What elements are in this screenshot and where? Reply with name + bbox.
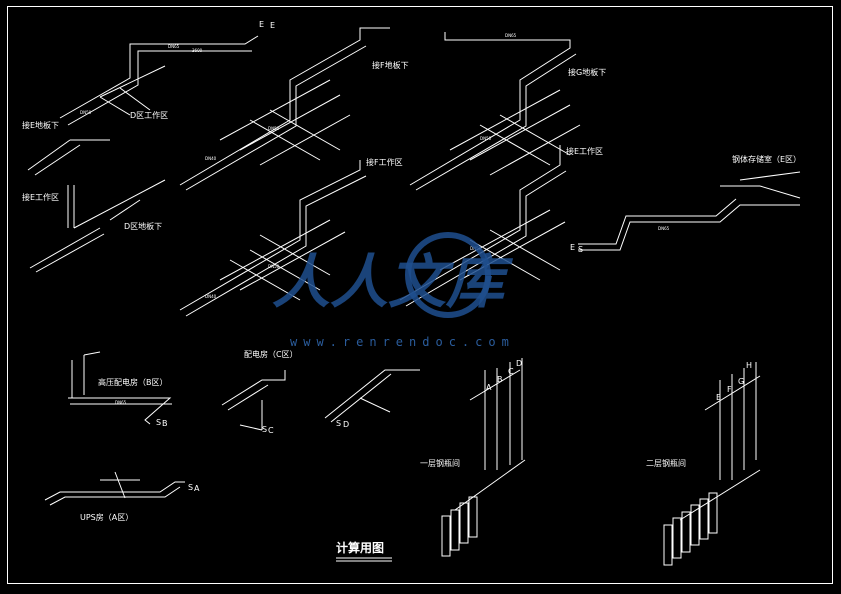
cylinder-room-1: A B C D 一层钢瓶间 — [420, 358, 526, 557]
svg-text:3600: 3600 — [192, 48, 203, 53]
zone-label-floor2: 二层钢瓶间 — [646, 458, 686, 468]
zone-label-hv-room: 高压配电房（B区） — [98, 377, 168, 387]
drawing-title: 计算用图 — [336, 540, 384, 555]
col-1-c: C — [508, 367, 514, 376]
cylinder-room-2: E F G H 二层钢瓶间 — [646, 361, 761, 566]
zone-label-e-floor: 接E地板下 — [22, 120, 59, 130]
col-2-g: G — [738, 377, 744, 386]
svg-text:DN50: DN50 — [268, 126, 280, 131]
svg-text:DN65: DN65 — [115, 400, 127, 405]
zone-label-g-work: 接E工作区 — [566, 146, 603, 156]
col-2-h: H — [746, 361, 752, 370]
svg-text:A: A — [194, 484, 200, 493]
svg-text:S: S — [156, 418, 161, 427]
svg-text:S: S — [336, 419, 341, 428]
col-2-e: E — [716, 393, 721, 402]
zone-label-e-work: 接E工作区 — [22, 192, 59, 202]
zone-label-dist-room: 配电房（C区） — [244, 349, 298, 359]
isometric-group-d: S D — [324, 369, 420, 429]
zone-label-f-floor: 接F地板下 — [372, 60, 409, 70]
zone-label-ups-room: UPS房（A区） — [80, 512, 133, 522]
isometric-group-f: 接F地板下 接F工作区 DN50 DN40 DN50 DN40 — [179, 27, 409, 317]
svg-text:DN50: DN50 — [268, 264, 280, 269]
svg-text:DN40: DN40 — [205, 156, 217, 161]
watermark-brand: 人人文库 — [272, 248, 514, 316]
drawing-border — [7, 6, 833, 584]
svg-text:DN50: DN50 — [80, 110, 92, 115]
zone-label-d-work: D区工作区 — [130, 110, 168, 120]
svg-text:S: S — [262, 425, 267, 434]
svg-text:D: D — [343, 420, 349, 429]
svg-text:S: S — [578, 245, 583, 254]
svg-text:B: B — [162, 419, 168, 428]
zone-label-floor1: 一层钢瓶间 — [420, 458, 460, 468]
col-1-d: D — [516, 359, 522, 368]
isometric-group-storage: 钢体存储室（E区） E S DN65 — [570, 154, 801, 254]
svg-text:C: C — [268, 426, 274, 435]
svg-text:E: E — [570, 243, 575, 252]
zone-label-f-work: 接F工作区 — [366, 157, 403, 167]
isometric-group-hv: 高压配电房（B区） S B DN65 — [68, 351, 172, 428]
zone-label-g-floor: 接G地板下 — [568, 67, 606, 77]
watermark: 人人文库 www.renrendoc.com — [272, 232, 515, 349]
col-1-a: A — [486, 383, 492, 392]
svg-text:DN40: DN40 — [205, 294, 217, 299]
zone-label-gas-storage: 钢体存储室（E区） — [732, 154, 801, 164]
watermark-url: www.renrendoc.com — [290, 335, 515, 349]
svg-text:S: S — [188, 483, 193, 492]
svg-text:DN65: DN65 — [168, 44, 180, 49]
svg-text:DN65: DN65 — [658, 226, 670, 231]
col-2-f: F — [727, 385, 732, 394]
col-1-b: B — [497, 375, 503, 384]
svg-text:DN65: DN65 — [505, 33, 517, 38]
drawing-title-group: 计算用图 — [336, 540, 392, 562]
isometric-group-dist: 配电房（C区） S C — [221, 349, 298, 435]
isometric-group-ups: UPS房（A区） S A — [44, 471, 200, 522]
svg-text:DN50: DN50 — [480, 136, 492, 141]
svg-text:E: E — [270, 21, 275, 30]
tag-e-top: E — [259, 20, 264, 29]
zone-label-d-floor: D区地板下 — [124, 221, 162, 231]
isometric-group-e: DN65 3600 DN50 E E 接E地板下 D区工作区 接E工作区 D区地… — [22, 20, 275, 273]
